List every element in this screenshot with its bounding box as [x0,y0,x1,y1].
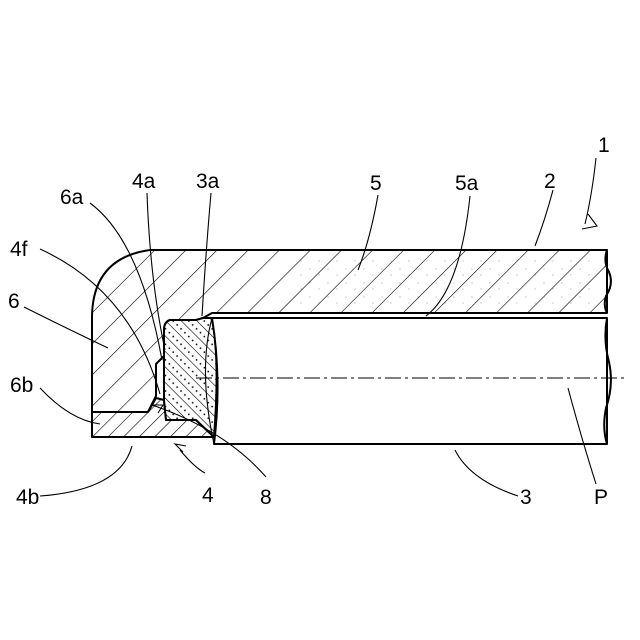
label-P: P [594,486,608,509]
label-3: 3 [520,486,532,509]
label-6: 6 [8,290,20,313]
label-4b: 4b [16,486,39,509]
shaft-3 [212,318,607,444]
label-5a: 5a [455,172,479,195]
label-5: 5 [370,172,382,195]
label-1: 1 [598,134,610,157]
label-2: 2 [544,170,556,193]
label-3a: 3a [196,170,220,193]
label-4f: 4f [10,238,28,261]
label-4: 4 [202,484,214,507]
label-8: 8 [260,486,272,509]
label-6b: 6b [10,374,33,397]
label-4a: 4a [132,170,156,193]
label-6a: 6a [60,186,84,209]
